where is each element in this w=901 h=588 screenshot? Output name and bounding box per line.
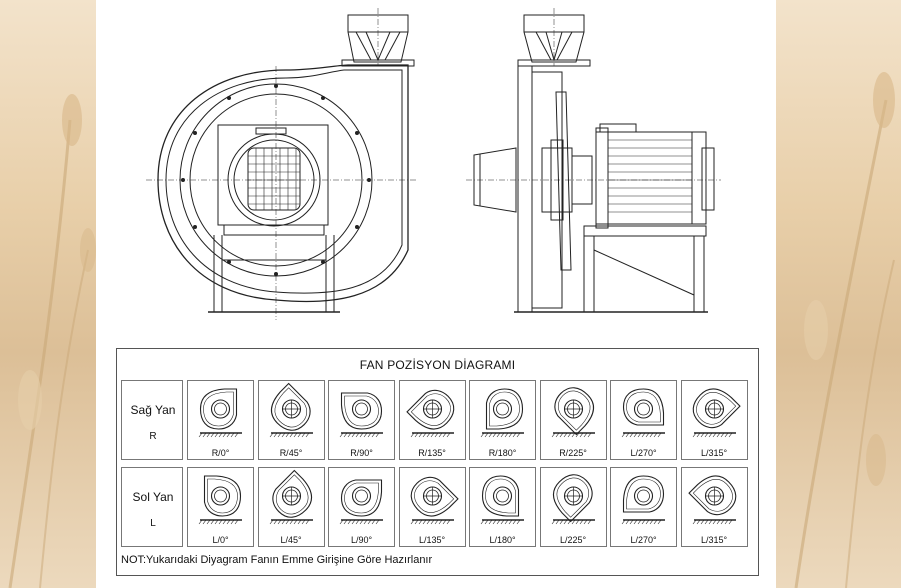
fan-position-icon <box>339 392 383 438</box>
row-side-label: Sağ Yan <box>130 403 176 417</box>
position-cell: L/45° <box>257 467 325 547</box>
position-cell: L/315° <box>680 467 748 547</box>
fan-technical-drawing <box>146 8 721 320</box>
fan-position-diagram: FAN POZİSYON DİAGRAMI Sağ Yan R Sol Yan … <box>116 348 759 576</box>
position-label: L/90° <box>350 535 373 545</box>
row-label-left: Sol Yan L <box>121 467 183 547</box>
fan-position-icon <box>410 476 459 525</box>
fan-position-icon <box>692 388 741 438</box>
position-label: L/315° <box>700 448 728 458</box>
fan-side-view <box>466 8 721 313</box>
position-label: L/270° <box>630 535 657 545</box>
row-label-right: Sağ Yan R <box>121 380 183 460</box>
fan-position-icon <box>198 475 242 525</box>
position-label: L/135° <box>418 535 446 545</box>
fan-position-icon <box>621 475 665 525</box>
row-code-label: R <box>149 431 157 442</box>
wheat-stalks-left <box>8 94 96 588</box>
diagram-title: FAN POZİSYON DİAGRAMI <box>359 358 516 372</box>
position-cell: L/225° <box>539 467 607 547</box>
position-label: L/180° <box>489 535 516 545</box>
position-cell: R/0° <box>187 380 254 460</box>
position-label: L/225° <box>559 535 587 545</box>
fan-position-icon <box>551 474 595 525</box>
position-cell: R/45° <box>257 380 325 460</box>
fan-position-icon <box>339 479 383 525</box>
fan-position-icon <box>687 475 736 525</box>
position-cell: L/270° <box>610 467 677 547</box>
fan-position-icon <box>269 382 313 438</box>
row-side-label: Sol Yan <box>132 490 174 504</box>
diagram-note: NOT:Yukarıdaki Diyagram Fanın Emme Giriş… <box>121 554 433 566</box>
fan-front-view <box>146 8 416 320</box>
position-label: R/0° <box>211 448 230 458</box>
position-cell: L/270° <box>610 380 677 460</box>
fan-position-icon <box>480 388 524 438</box>
wheat-background-right <box>776 0 901 588</box>
position-cell: L/180° <box>469 467 536 547</box>
position-label: L/270° <box>630 448 657 458</box>
position-label: R/45° <box>279 448 303 458</box>
wheat-background-left <box>0 0 96 588</box>
position-label: R/225° <box>559 448 587 458</box>
position-label: L/315° <box>700 535 728 545</box>
fan-position-icon <box>198 388 242 438</box>
position-label: L/0° <box>212 535 229 545</box>
position-cell: R/180° <box>469 380 536 460</box>
position-label: R/180° <box>488 448 517 458</box>
drawing-sheet: FAN POZİSYON DİAGRAMI Sağ Yan R Sol Yan … <box>96 0 776 588</box>
row-code-label: L <box>150 518 156 529</box>
fan-position-icon <box>269 469 313 525</box>
position-cell: L/315° <box>680 380 748 460</box>
position-cell: R/90° <box>328 380 395 460</box>
position-label: R/135° <box>418 448 446 458</box>
fan-position-icon <box>405 389 454 438</box>
position-label: R/90° <box>350 448 373 458</box>
fan-position-icon <box>551 387 595 438</box>
position-cell: R/225° <box>539 380 607 460</box>
position-cell: L/0° <box>187 467 254 547</box>
position-cell: L/135° <box>398 467 466 547</box>
position-cell: R/135° <box>398 380 466 460</box>
position-label: L/45° <box>280 535 302 545</box>
fan-position-icon <box>480 475 524 525</box>
fan-position-icon <box>621 388 665 438</box>
position-cell: L/90° <box>328 467 395 547</box>
wheat-stalks-right <box>794 72 895 588</box>
